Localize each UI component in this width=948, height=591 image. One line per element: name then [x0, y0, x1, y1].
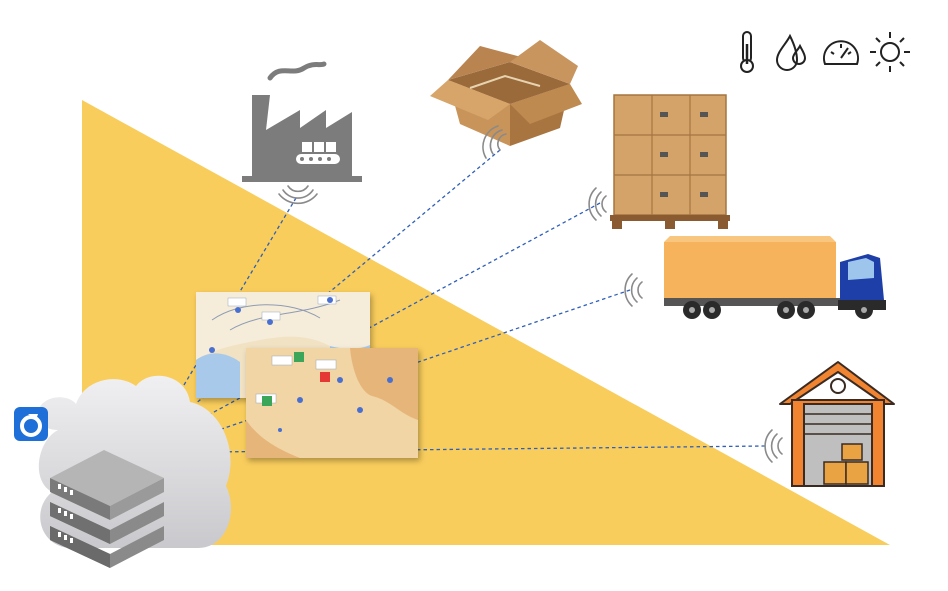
humidity-icon — [775, 33, 807, 71]
tracking-map-2 — [246, 348, 418, 458]
light-icon — [870, 32, 910, 72]
signal-waves-factory — [278, 185, 318, 205]
thermometer-icon — [740, 31, 754, 73]
signal-waves-warehouse — [764, 429, 783, 463]
signal-waves-truck — [624, 273, 643, 307]
server-stack-icon — [50, 450, 164, 568]
sensor-icons — [740, 31, 910, 73]
truck-icon — [664, 236, 886, 319]
parcel-box-icon — [430, 40, 582, 146]
connector-factory — [171, 197, 297, 406]
pressure-gauge-icon — [823, 40, 859, 65]
warehouse-icon — [779, 361, 895, 487]
connector-warehouse — [211, 445, 766, 453]
pallet-icon — [610, 94, 730, 229]
factory-icon — [242, 61, 362, 182]
signal-waves-pallet — [588, 187, 607, 221]
signal-waves-parcel — [482, 125, 507, 159]
brand-logo-icon — [14, 407, 48, 441]
